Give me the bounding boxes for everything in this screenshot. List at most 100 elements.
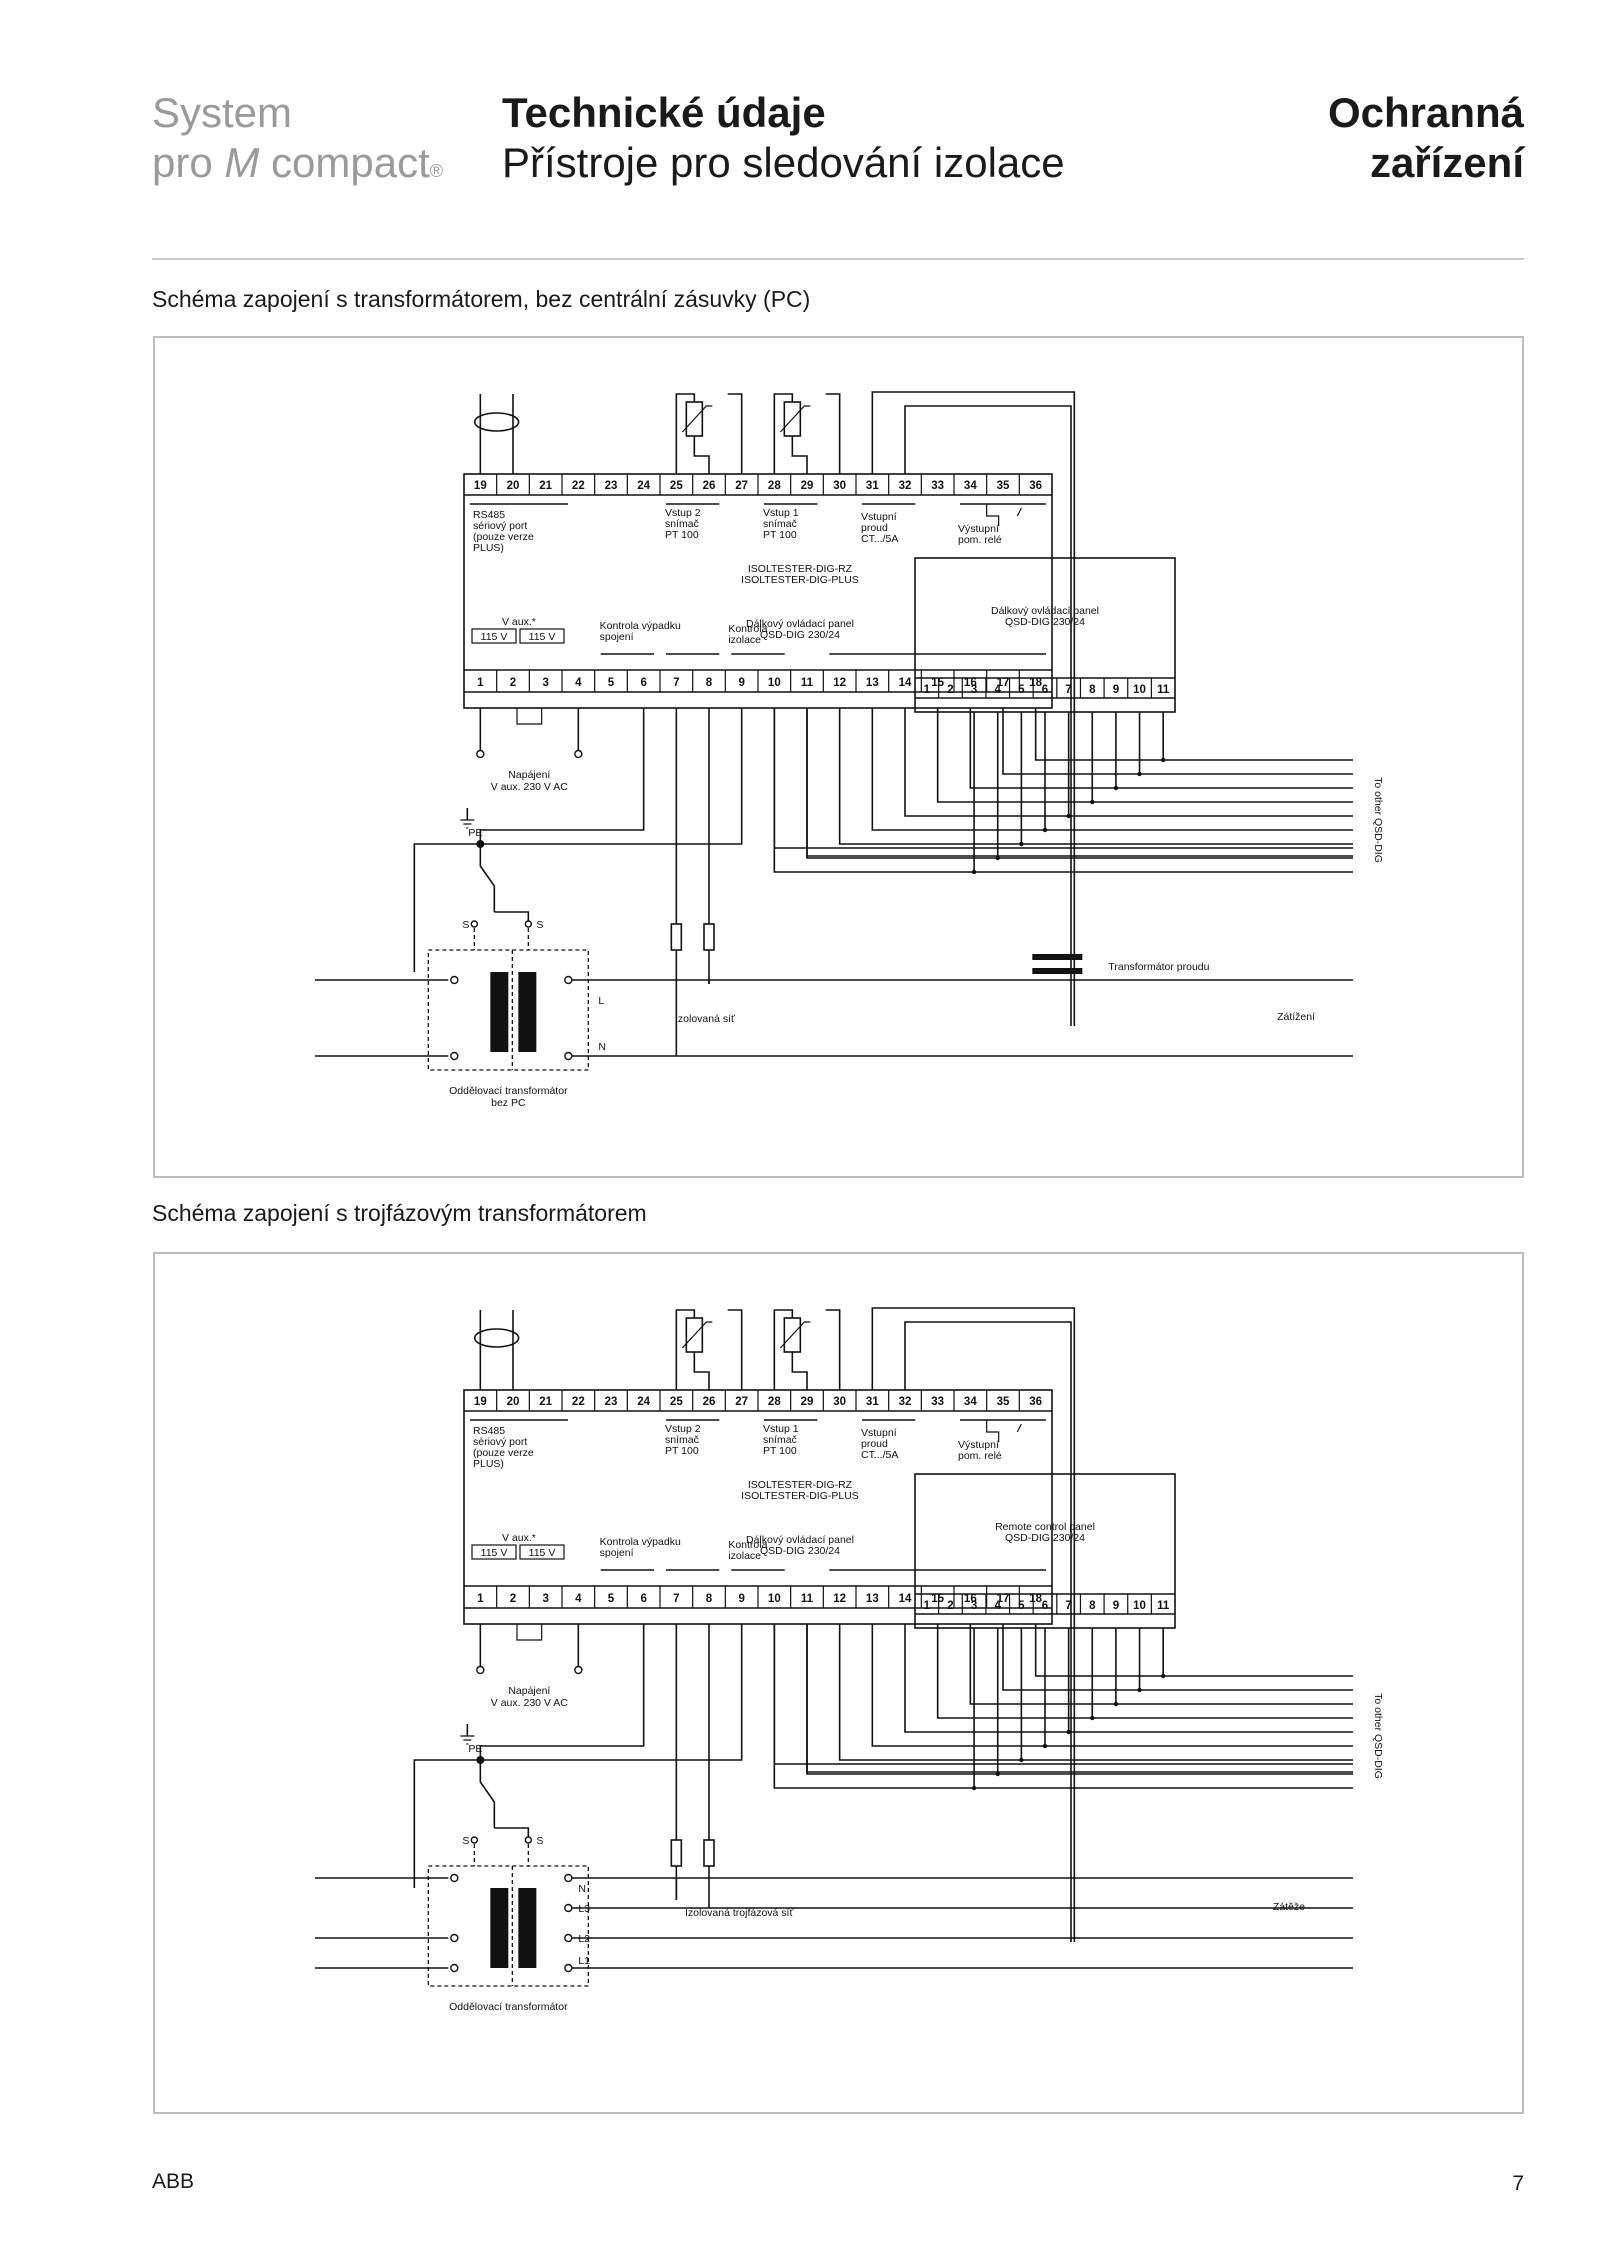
terminal-label: 30 <box>833 480 846 492</box>
wire <box>969 1624 1353 1705</box>
terminal-dot <box>564 1963 573 1973</box>
terminal-dot <box>524 1836 533 1844</box>
title-sub: Přístroje pro sledování izolace <box>502 139 1065 186</box>
terminal-label: 34 <box>964 1396 977 1408</box>
terminal-label: 24 <box>637 1396 650 1408</box>
output-relay-label: pom. relé <box>958 534 1002 546</box>
terminal-label: 14 <box>899 1593 912 1605</box>
junction-dot <box>1042 1743 1048 1749</box>
wire <box>494 911 530 921</box>
remote-terminal-label: 11 <box>1157 684 1170 696</box>
terminal-label: 29 <box>801 480 814 492</box>
supply-label: Napájení <box>508 769 550 781</box>
rs485-label: PLUS) <box>473 542 504 554</box>
remote-terminal-label: 8 <box>1089 684 1096 696</box>
remote-inner-label: Dálkový ovládací panel <box>746 618 854 630</box>
wire <box>479 708 645 844</box>
remote-panel-label: QSD-DIG 230/24 <box>1005 1532 1085 1544</box>
ct-icon <box>1032 954 1083 960</box>
wire <box>838 708 1353 845</box>
terminal-label: 35 <box>997 480 1010 492</box>
wire <box>904 405 1072 1026</box>
wire <box>675 1309 696 1390</box>
wire <box>675 393 696 474</box>
terminal-label: 20 <box>507 480 520 492</box>
l3-label: L3 <box>578 1903 590 1915</box>
terminal-label: 3 <box>542 677 548 689</box>
terminal-label: 29 <box>801 1396 814 1408</box>
terminal-label: 18 <box>1029 1593 1042 1605</box>
wire <box>986 504 1022 526</box>
wire <box>681 1321 713 1349</box>
wire <box>936 1624 1353 1719</box>
remote-terminal-label: 6 <box>1042 684 1048 696</box>
terminal-label: 31 <box>866 1396 879 1408</box>
terminal-label: 11 <box>801 677 814 689</box>
page-number: 7 <box>1512 2172 1524 2195</box>
diagram1-title: Schéma zapojení s transformátorem, bez c… <box>152 286 811 312</box>
terminal-label: 33 <box>931 1396 944 1408</box>
to-other-label: To other QSD-DIG <box>1372 1693 1384 1779</box>
voltage-box <box>519 1544 565 1560</box>
input2-label: PT 100 <box>665 529 699 541</box>
remote-terminal-label: 5 <box>1018 1600 1025 1612</box>
junction-dot <box>1160 757 1166 763</box>
transformer-label: Oddělovací transformátor <box>449 1085 568 1097</box>
wire <box>479 1624 645 1760</box>
wire <box>838 1624 1353 1761</box>
wire <box>806 708 1353 857</box>
terminal-label: 34 <box>964 480 977 492</box>
terminal-dot <box>450 1873 459 1883</box>
remote-terminal-label: 11 <box>1157 1600 1170 1612</box>
wire <box>791 1352 808 1390</box>
voltage-label: 115 V <box>481 631 508 643</box>
junction-dot <box>1042 827 1048 833</box>
rs485-label: sériový port <box>473 1436 527 1448</box>
terminal-label: 28 <box>768 1396 781 1408</box>
transformer-label: bez PC <box>491 1097 526 1109</box>
wire <box>693 436 710 474</box>
output-relay-label: pom. relé <box>958 1450 1002 1462</box>
input2-label: PT 100 <box>665 1445 699 1457</box>
terminal-label: 26 <box>703 480 716 492</box>
terminal-label: 8 <box>706 1593 713 1605</box>
terminal-dot <box>564 1933 573 1943</box>
transformer-box <box>427 1865 589 1987</box>
terminal-dot <box>574 749 583 759</box>
voltage-box <box>471 1544 517 1560</box>
to-other-label: To other QSD-DIG <box>1372 777 1384 863</box>
transformer-core-right <box>518 972 537 1052</box>
input1-label: Vstup 1 <box>763 1423 799 1435</box>
wire <box>825 393 841 474</box>
terminal-dot <box>470 920 479 928</box>
terminal-label: 3 <box>542 1593 548 1605</box>
wire <box>1002 1624 1353 1691</box>
n-label: N <box>598 1041 606 1053</box>
isolation-check-label: izolace <box>728 1550 761 1562</box>
connection-check-label: Kontrola výpadku <box>600 620 681 632</box>
wire <box>413 708 743 972</box>
input-ct-label: CT.../5A <box>861 533 898 545</box>
wire <box>806 708 1353 859</box>
fuse-icon <box>703 923 715 951</box>
pe-label: PE <box>468 1743 482 1755</box>
s1-label: S <box>462 919 469 931</box>
isolation-check-label: Kontrola <box>728 623 767 635</box>
s2-label: S <box>536 919 543 931</box>
terminal-label: 10 <box>768 677 781 689</box>
rs485-label: RS485 <box>473 1425 505 1437</box>
model-label: ISOLTESTER-DIG-RZ <box>748 563 853 575</box>
remote-terminal-label: 2 <box>947 1600 953 1612</box>
brand-line-2: pro M compact® <box>152 139 444 186</box>
remote-terminal-label: 10 <box>1133 1600 1146 1612</box>
remote-terminal-label: 2 <box>947 684 953 696</box>
terminal-label: 19 <box>474 1396 487 1408</box>
terminal-label: 4 <box>575 677 582 689</box>
terminal-label: 16 <box>964 677 977 689</box>
input-ct-label: Vstupní <box>861 511 897 523</box>
vaux-label: V aux.* <box>502 1532 536 1544</box>
supply-label: V aux. 230 V AC <box>491 1697 568 1709</box>
model-label: ISOLTESTER-DIG-PLUS <box>741 1490 859 1502</box>
transformer-box <box>427 949 589 1071</box>
